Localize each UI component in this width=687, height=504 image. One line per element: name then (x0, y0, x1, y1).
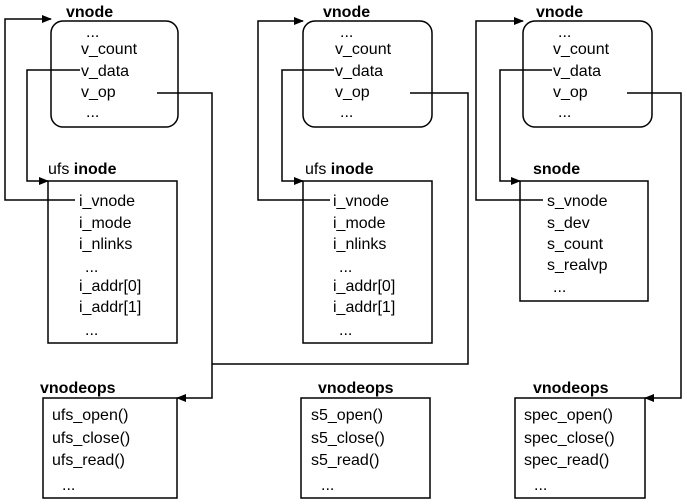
vnodeops-title: vnodeops (40, 380, 116, 397)
vnode-field: v_count (81, 41, 138, 58)
vnodeops-field: ufs_read() (52, 452, 125, 469)
vnode-box (50, 20, 179, 128)
vnode-fields: ... v_count v_data v_op ... (553, 24, 610, 121)
inode-field: ... (85, 322, 98, 339)
vnodeops-field: s5_close() (311, 430, 385, 447)
vnodeops-box (300, 397, 431, 499)
vnodeops-field: spec_close() (524, 430, 615, 447)
inode-box (47, 180, 178, 344)
vnode-field: v_data (335, 63, 383, 80)
inode-title-main: inode (331, 161, 374, 178)
snode-field: s_vnode (547, 193, 608, 210)
snode-field: s_dev (547, 215, 590, 232)
inode-field: i_addr[0] (79, 278, 141, 295)
vnode-box (302, 20, 433, 128)
column-3: vnode ... v_count v_data v_op ... snode … (475, 4, 682, 499)
vnode-field: ... (558, 104, 571, 121)
vnodeops-field: spec_read() (524, 452, 609, 469)
vnodeops-field: ... (534, 477, 547, 494)
inode-fields: i_vnode i_mode i_nlinks ... i_addr[0] i_… (333, 193, 395, 339)
inode-field: ... (339, 259, 352, 276)
vnodeops-field: s5_open() (311, 407, 383, 424)
vnode-field: ... (558, 24, 571, 41)
vnodeops-field: ufs_open() (52, 407, 129, 424)
inode-field: i_addr[1] (333, 299, 395, 316)
vnode-title: vnode (323, 4, 370, 21)
inode-field: i_vnode (333, 193, 389, 210)
inode-field: i_vnode (79, 193, 135, 210)
snode-title-main: snode (533, 161, 580, 178)
vnodeops-field: ufs_close() (52, 430, 130, 447)
inode-field: i_mode (333, 215, 386, 232)
vop-to-shared-vnodeops-line (212, 92, 469, 365)
vnode-title: vnode (66, 4, 113, 21)
vnodeops-field: s5_read() (311, 452, 379, 469)
snode-field: s_realvp (547, 257, 608, 274)
vdata-to-snode-arrow (499, 69, 552, 185)
inode-field: i_nlinks (79, 236, 132, 253)
vnodeops-fields: s5_open() s5_close() s5_read() ... (311, 407, 385, 494)
inode-box (302, 180, 433, 344)
svnode-to-vnode-arrow (475, 17, 543, 201)
vnode-field: v_op (335, 84, 370, 101)
inode-title-prefix: ufs (48, 161, 74, 178)
vnode-field: ... (340, 24, 353, 41)
vnodeops-field: ... (62, 477, 75, 494)
vnode-fields: ... v_count v_data v_op ... (81, 24, 138, 121)
inode-field: i_nlinks (333, 236, 386, 253)
inode-field: i_addr[0] (333, 278, 395, 295)
inode-field: i_addr[1] (79, 299, 141, 316)
vnode-field: v_data (553, 63, 601, 80)
vop-to-vnodeops-arrow (627, 92, 682, 402)
inode-title-main: inode (74, 161, 117, 178)
inode-fields: i_vnode i_mode i_nlinks ... i_addr[0] i_… (79, 193, 141, 339)
vnodeops-title: vnodeops (318, 380, 394, 397)
vnodeops-field: spec_open() (524, 407, 613, 424)
ivnode-to-vnode-arrow (257, 17, 330, 201)
vnode-field: v_count (335, 41, 392, 58)
inode-title: ufs inode (48, 161, 117, 178)
vnode-field: v_count (553, 41, 610, 58)
inode-title-prefix: ufs (305, 161, 331, 178)
column-1: vnode ... v_count v_data v_op ... ufs in… (4, 4, 213, 499)
inode-field: ... (85, 259, 98, 276)
vnodeops-field: ... (321, 477, 334, 494)
snode-field: ... (553, 279, 566, 296)
snode-field: s_count (547, 236, 604, 253)
vnodeops-fields: ufs_open() ufs_close() ufs_read() ... (52, 407, 130, 494)
vop-to-vnodeops-arrow (157, 92, 213, 402)
snode-title: snode (533, 161, 580, 178)
inode-field: ... (339, 322, 352, 339)
snode-fields: s_vnode s_dev s_count s_realvp ... (547, 193, 608, 296)
vnodeops-box (42, 397, 178, 499)
vnode-title: vnode (536, 4, 583, 21)
vnode-field: v_op (553, 84, 588, 101)
vnodeops-title: vnodeops (533, 380, 609, 397)
vnode-fields: ... v_count v_data v_op ... (335, 24, 392, 121)
vnode-field: v_data (81, 63, 129, 80)
inode-title: ufs inode (305, 161, 374, 178)
vnode-field: ... (86, 24, 99, 41)
vdata-to-inode-arrow (26, 69, 80, 185)
column-2: vnode ... v_count v_data v_op ... ufs in… (212, 4, 469, 499)
snode-box (519, 180, 649, 302)
vnode-field: ... (86, 104, 99, 121)
inode-field: i_mode (79, 215, 132, 232)
vnode-field: v_op (81, 84, 116, 101)
vdata-to-inode-arrow (281, 69, 334, 185)
vnodeops-fields: spec_open() spec_close() spec_read() ... (524, 407, 615, 494)
vnode-field: ... (340, 104, 353, 121)
vnodeops-box (514, 397, 646, 499)
vnode-box (522, 20, 653, 128)
ivnode-to-vnode-arrow (4, 15, 75, 201)
